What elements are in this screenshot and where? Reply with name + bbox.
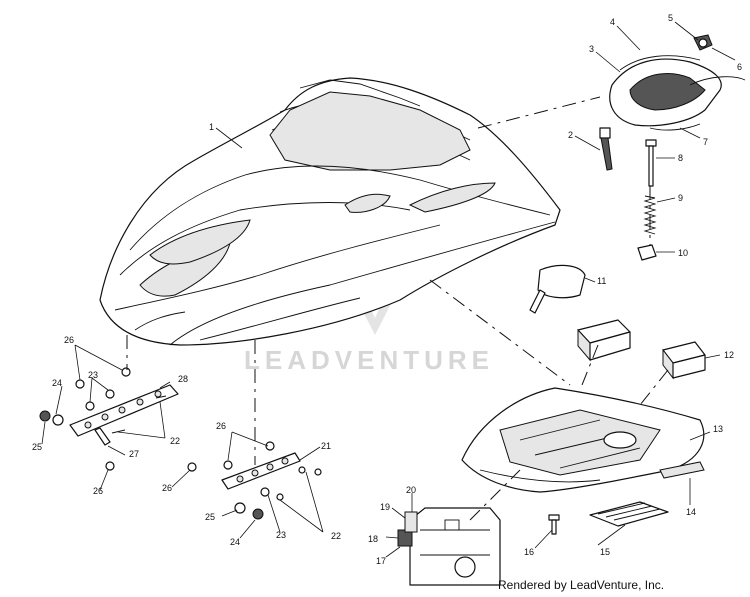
centerline-block-upper	[579, 344, 599, 391]
nut-part	[637, 244, 657, 261]
centerline-console	[469, 469, 521, 521]
windshield-part	[609, 55, 746, 131]
strip-part	[659, 461, 705, 479]
callout-2: 2	[568, 130, 573, 140]
callout-9: 9	[678, 193, 683, 203]
callout-7: 7	[703, 137, 708, 147]
callout-24b: 24	[52, 378, 62, 388]
callout-5: 5	[668, 13, 673, 23]
under-panel-part	[461, 387, 705, 493]
bolt-part-2	[599, 127, 613, 171]
callout-22b: 22	[170, 436, 180, 446]
callout-20: 20	[406, 485, 416, 495]
callout-19: 19	[380, 502, 390, 512]
callout-25a: 25	[205, 512, 215, 522]
callout-28: 28	[178, 374, 188, 384]
callout-15: 15	[600, 547, 610, 557]
console-part	[397, 507, 501, 586]
callout-21: 21	[321, 441, 331, 451]
leader-lines	[41, 21, 736, 558]
bracket-left	[39, 367, 179, 471]
callout-26d: 26	[93, 486, 103, 496]
foam-block-lower	[662, 341, 706, 380]
spring-part	[643, 195, 657, 235]
callout-22a: 22	[331, 531, 341, 541]
callout-23a: 23	[276, 530, 286, 540]
callout-24a: 24	[230, 537, 240, 547]
fastener-part	[693, 34, 713, 51]
centerline-hood-panel	[429, 279, 571, 386]
callout-4: 4	[610, 17, 615, 27]
grille-part	[589, 501, 669, 527]
hood-part	[99, 77, 561, 346]
callout-14: 14	[686, 507, 696, 517]
callout-11: 11	[597, 276, 606, 286]
callout-18: 18	[368, 534, 378, 544]
foam-block-upper	[577, 319, 631, 362]
callout-10: 10	[678, 248, 688, 258]
callout-3: 3	[589, 44, 594, 54]
callout-26a: 26	[162, 483, 172, 493]
screw-part-16	[548, 514, 560, 535]
callout-26b: 26	[216, 421, 226, 431]
callout-1: 1	[209, 122, 214, 132]
mirror-part	[529, 264, 586, 314]
rendered-by-credit: Rendered by LeadVenture, Inc.	[498, 578, 665, 592]
centerline-block-lower	[639, 369, 669, 406]
callout-26c: 26	[64, 335, 74, 345]
callout-8: 8	[678, 153, 683, 163]
callout-23b: 23	[88, 370, 98, 380]
watermark-text: LEADVENTURE	[244, 345, 494, 375]
callout-6: 6	[737, 62, 742, 72]
callout-27: 27	[129, 449, 139, 459]
callout-17: 17	[376, 556, 386, 566]
callout-12: 12	[724, 350, 734, 360]
bracket-center	[187, 441, 322, 520]
callout-16: 16	[524, 547, 534, 557]
bolt-part-8	[645, 139, 657, 187]
callout-13: 13	[713, 424, 723, 434]
callouts: 1 2 3 4 5 6 7 8 9 10 11 12 13 14 15 16 1…	[32, 13, 742, 566]
centerline-hood-windshield	[477, 96, 601, 129]
callout-25b: 25	[32, 442, 42, 452]
